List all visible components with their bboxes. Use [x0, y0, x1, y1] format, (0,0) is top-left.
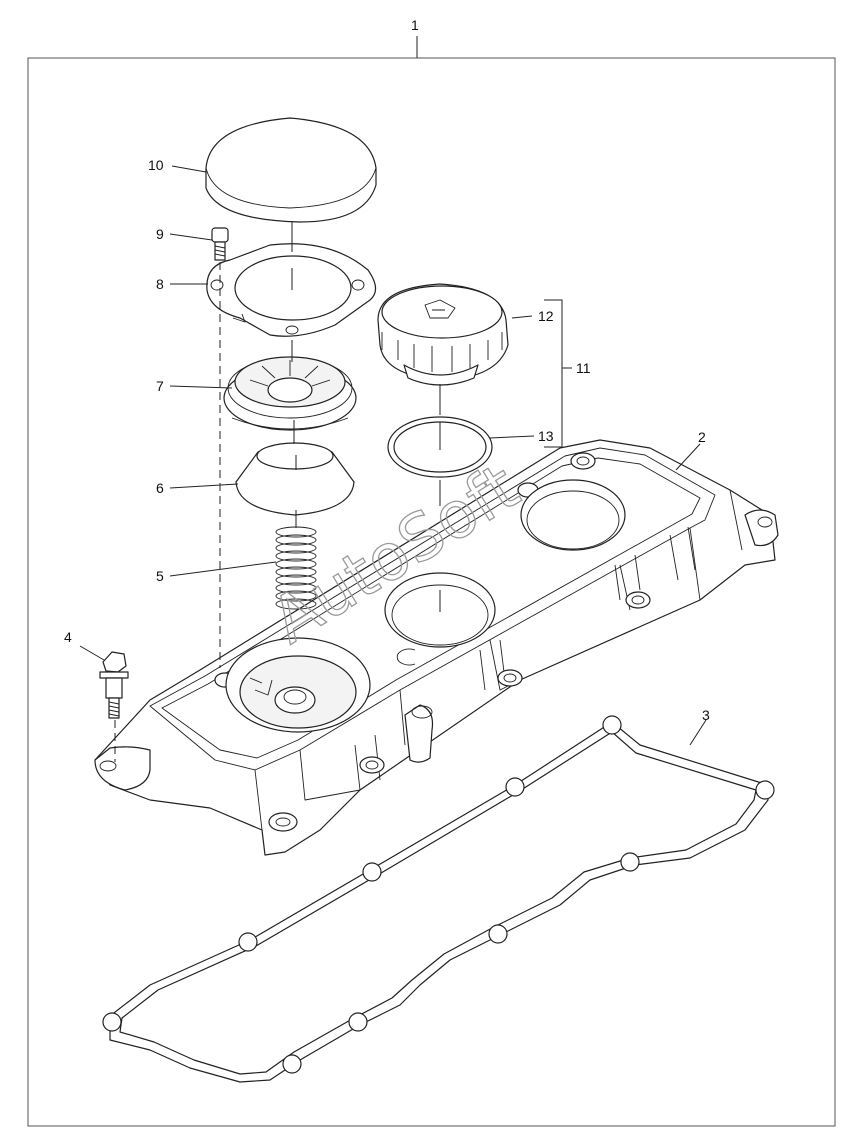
callout-4: 4: [64, 629, 72, 645]
callout-9: 9: [156, 226, 164, 242]
callout-5-leader: [169, 561, 277, 577]
diagram-frame: [27, 57, 836, 1127]
callout-7: 7: [156, 378, 164, 394]
callout-1: 1: [411, 17, 419, 33]
callout-11-bracket: [544, 299, 572, 448]
oil-filler-cap: [377, 283, 509, 386]
callout-12-leader: [511, 315, 533, 319]
callout-8: 8: [156, 276, 164, 292]
breather-diaphragm: [223, 356, 357, 431]
callout-3: 3: [702, 707, 710, 723]
cover-bolt: [99, 651, 129, 719]
callout-5: 5: [156, 568, 164, 584]
callout-4-leader: [79, 645, 105, 661]
breather-cover-cap: [205, 117, 377, 223]
callout-6: 6: [156, 480, 164, 496]
breather-spring: [275, 526, 317, 610]
callout-10: 10: [148, 157, 164, 173]
callout-6-leader: [169, 483, 239, 489]
callout-13: 13: [538, 428, 554, 444]
callout-12: 12: [538, 308, 554, 324]
gasket-bolt-bosses: [102, 715, 775, 1074]
callout-11: 11: [576, 360, 591, 376]
breather-flange: [206, 243, 377, 337]
valve-cover-gasket: [102, 715, 775, 1083]
callout-2-leader: [675, 443, 701, 471]
callout-9-leader: [169, 233, 213, 241]
callout-13-leader: [489, 435, 535, 439]
callout-2: 2: [698, 429, 706, 445]
breather-cup: [235, 442, 355, 516]
flange-screw: [211, 227, 229, 261]
callout-7-leader: [169, 385, 233, 389]
callout-3-leader: [689, 719, 707, 746]
callout-10-leader: [171, 165, 207, 173]
